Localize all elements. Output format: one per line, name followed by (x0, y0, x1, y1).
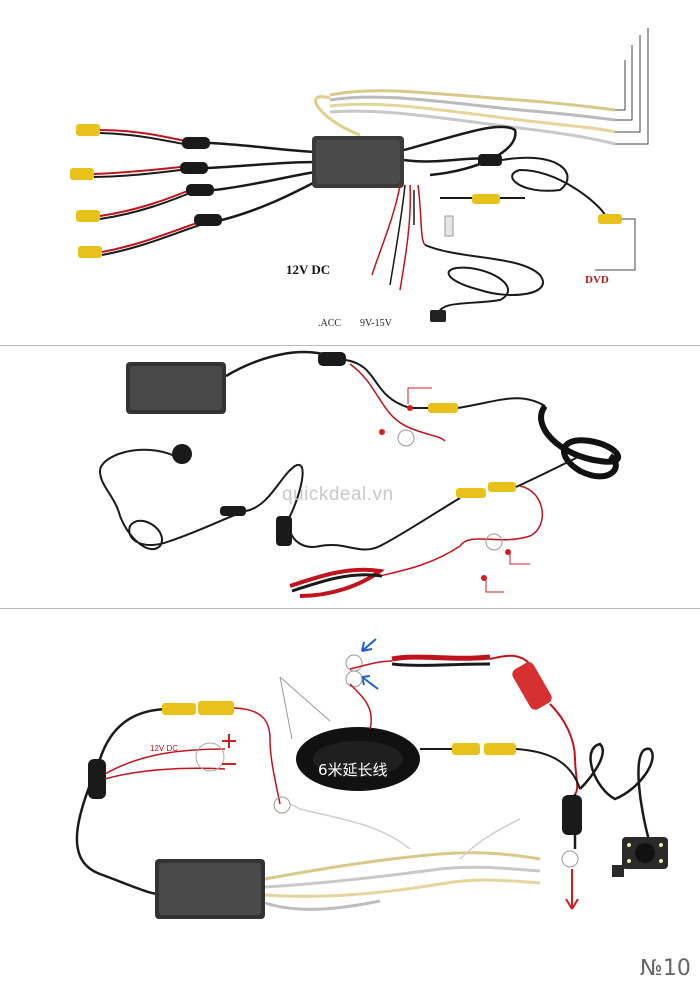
dvd-label: DVD (585, 274, 609, 286)
acc-label: .ACC (318, 318, 342, 329)
power-label: 12V DC (286, 262, 331, 277)
wiring-photo-1-drawing (70, 28, 649, 322)
rear-camera (612, 837, 668, 877)
divider-2 (0, 608, 700, 609)
page-number: №10 (640, 956, 691, 981)
wiring-photo-3: 6米延长线 12V DC (0, 609, 700, 990)
rca-connector-2 (70, 165, 191, 180)
wiring-photo-2: quickdeal.vn (0, 346, 700, 608)
rca-connector-3 (76, 189, 191, 222)
wiring-photo-2-drawing (98, 350, 622, 598)
watermark: quickdeal.vn (282, 484, 394, 505)
divider-1 (0, 345, 700, 346)
power-label-2: 12V DC (150, 744, 179, 753)
extension-cable-label: 6米延长线 (318, 761, 388, 779)
control-box-1 (312, 136, 404, 188)
wiring-photo-3-drawing (75, 638, 668, 919)
control-box-2 (126, 362, 226, 414)
voltage-label: 9V-15V (360, 318, 392, 329)
rca-connector-1 (76, 124, 191, 146)
rca-connector-4 (78, 221, 201, 258)
control-box-3 (155, 859, 265, 919)
wiring-photo-1: 12V DC .ACC 9V-15V DVD (0, 0, 700, 345)
